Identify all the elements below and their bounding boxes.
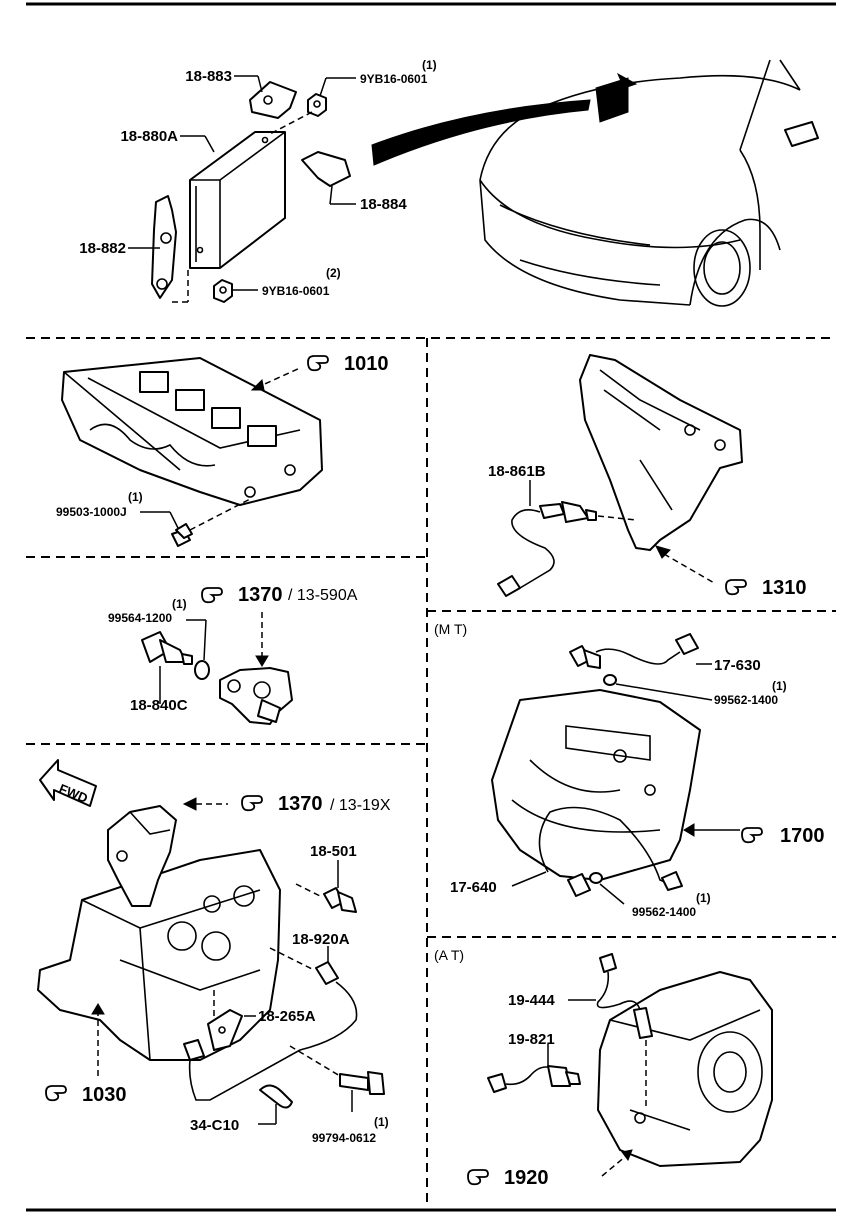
knock-bracket-shape <box>207 1009 243 1051</box>
bracket-right-shape <box>301 151 351 187</box>
cylinder-head-illustration <box>61 357 323 506</box>
label-99562-1400-top: 99562-1400 <box>714 693 778 707</box>
qty-mt-washer-bottom: (1) <box>696 891 711 905</box>
hand-icon <box>307 355 329 372</box>
hand-icon <box>241 795 263 812</box>
manual-trans-section: (M T) 17-630 (1) <box>434 621 825 919</box>
thermostat-housing <box>219 667 293 725</box>
hand-icon <box>741 827 763 844</box>
ref-1370-thermo: 1370 <box>238 584 283 606</box>
label-18-861b: 18-861B <box>488 463 546 480</box>
washer-shape <box>194 660 210 680</box>
nut-top-shape <box>307 93 327 117</box>
label-17-630: 17-630 <box>714 657 761 674</box>
label-19-821: 19-821 <box>508 1031 555 1048</box>
qty-plug: (1) <box>128 490 143 504</box>
at-sensor-b-shape <box>487 1065 581 1093</box>
ref-1700: 1700 <box>780 825 825 847</box>
ref-1010: 1010 <box>344 353 389 375</box>
temp-sensor-section: 1370 / 13-590A (1) 99564-1200 18-840C <box>108 584 358 725</box>
hand-icon <box>201 587 223 604</box>
label-9yb16-0601-bottom: 9YB16-0601 <box>262 284 330 298</box>
hand-icon <box>725 579 747 596</box>
control-unit-box <box>189 131 286 269</box>
auto-trans-illustration <box>597 971 773 1167</box>
qty-mt-washer-top: (1) <box>772 679 787 693</box>
label-99564-1200: 99564-1200 <box>108 611 172 625</box>
ref-1310: 1310 <box>762 577 807 599</box>
ref-1920: 1920 <box>504 1167 549 1189</box>
label-34-c10: 34-C10 <box>190 1117 239 1134</box>
section-at: (A T) <box>434 947 464 963</box>
cylinder-head-section: 1010 (1) 99503-1000J <box>56 353 389 547</box>
label-99794-0612: 99794-0612 <box>312 1131 376 1145</box>
ref-13-590a: / 13-590A <box>288 587 358 604</box>
label-9yb16-0601-top: 9YB16-0601 <box>360 72 428 86</box>
auto-trans-section: (A T) 19-444 19-821 1920 <box>434 947 773 1189</box>
mt-sensor-shape <box>538 806 683 897</box>
control-unit-section: 18-883 (1) 9YB16-0601 18-880A 18-884 18-… <box>79 58 819 307</box>
engine-block-section: FWD 1370 / 13-19X <box>37 759 391 1145</box>
mt-switch-shape <box>569 633 699 669</box>
label-99503-1000j: 99503-1000J <box>56 505 127 519</box>
bracket-top-shape <box>249 81 297 119</box>
label-19-444: 19-444 <box>508 992 555 1009</box>
plug-shape <box>171 523 193 547</box>
fwd-arrow: FWD <box>39 759 97 807</box>
bracket-side-shape <box>151 195 177 299</box>
label-18-501: 18-501 <box>310 843 357 860</box>
hand-icon <box>467 1169 489 1186</box>
label-18-920a: 18-920A <box>292 931 350 948</box>
label-18-265a: 18-265A <box>258 1008 316 1025</box>
manual-trans-illustration <box>491 689 701 881</box>
qty-temp-washer: (1) <box>172 597 187 611</box>
oxygen-sensor-shape <box>497 501 597 597</box>
engine-block-illustration <box>37 849 281 1061</box>
bolt-shape <box>339 1071 385 1095</box>
label-18-884: 18-884 <box>360 196 407 213</box>
ref-13-19x: / 13-19X <box>330 797 391 814</box>
exhaust-manifold-illustration <box>579 354 743 551</box>
at-sensor-a-shape <box>596 953 653 1039</box>
oil-switch-shape <box>323 887 357 913</box>
label-18-882: 18-882 <box>79 240 126 257</box>
label-18-880a: 18-880A <box>120 128 178 145</box>
qty-bolt: (1) <box>374 1115 389 1129</box>
label-99562-1400-bottom: 99562-1400 <box>632 905 696 919</box>
exhaust-section: 18-861B 1310 <box>488 354 807 599</box>
hand-icon <box>45 1085 67 1102</box>
label-18-883: 18-883 <box>185 68 232 85</box>
qty-nut-bottom: (2) <box>326 266 341 280</box>
qty-nut-top: (1) <box>422 58 437 72</box>
ref-1370-dist: 1370 <box>278 793 323 815</box>
location-arrow <box>371 99 591 166</box>
nut-bottom-shape <box>213 279 233 303</box>
clip-shape <box>259 1084 293 1109</box>
car-illustration <box>479 59 819 307</box>
distributor-shape <box>107 805 177 907</box>
ref-1030: 1030 <box>82 1084 127 1106</box>
section-mt: (M T) <box>434 621 467 637</box>
label-17-640: 17-640 <box>450 879 497 896</box>
temp-sensor-shape <box>141 631 193 665</box>
knock-sensor-shape <box>183 961 358 1101</box>
label-18-840c: 18-840C <box>130 697 188 714</box>
